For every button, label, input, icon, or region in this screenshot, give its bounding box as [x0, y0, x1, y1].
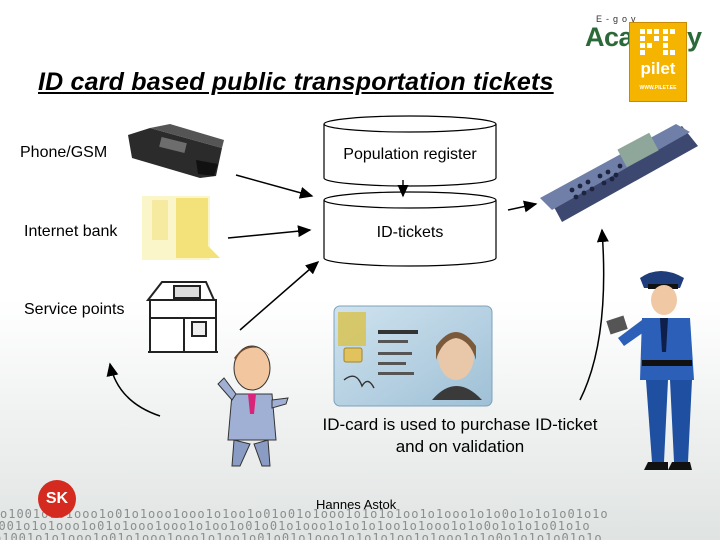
service-points-label: Service points	[24, 301, 125, 318]
id-tickets-db	[323, 191, 497, 267]
internet-bank-label: Internet bank	[24, 223, 118, 240]
population-register-label: Population register	[343, 146, 477, 163]
service-point-icon	[145, 281, 218, 353]
author-name: Hannes Astok	[316, 497, 397, 512]
ticket-validator-icon	[540, 124, 698, 222]
binary-row-3: o1001o1o1ooo1o01o1ooo1ooo1o1oo1o01o01o1o…	[0, 531, 603, 540]
binary-row-1: o1001o1o1ooo1o01o1ooo1ooo1o1oo1o01o01o1o…	[0, 508, 609, 521]
egov-label: E-gov	[596, 14, 640, 24]
pilet-text: pilet	[640, 59, 676, 78]
id-card-image	[333, 305, 493, 407]
binary-stripe: o1001o1o1ooo1o01o1ooo1ooo1o1oo1o01o01o1o…	[0, 508, 720, 540]
population-register-db	[323, 115, 497, 187]
internet-bank-icon	[142, 196, 220, 260]
police-officer-icon	[606, 271, 694, 470]
pilet-url: WWW.PILET.EE	[639, 85, 677, 91]
caption: ID-card is used to purchase ID-ticket an…	[286, 414, 634, 458]
slide-title: ID card based public transportation tick…	[38, 68, 554, 96]
flow-arrows	[106, 174, 609, 417]
caption-line-1: ID-card is used to purchase ID-ticket	[322, 415, 598, 434]
pilet-logo: pilet WWW.PILET.EE	[629, 22, 687, 102]
binary-row-2: o1001o1o1ooo1o01o1ooo1ooo1o1oo1o01o01o1o…	[0, 519, 591, 533]
phone-icon	[128, 124, 224, 178]
caption-line-2: and on validation	[395, 437, 525, 456]
pilet-dots-icon	[640, 29, 675, 55]
id-tickets-label: ID-tickets	[376, 224, 444, 241]
phone-label: Phone/GSM	[20, 144, 108, 161]
man-pointing-icon	[217, 345, 289, 467]
sk-logo: SK	[38, 480, 76, 518]
